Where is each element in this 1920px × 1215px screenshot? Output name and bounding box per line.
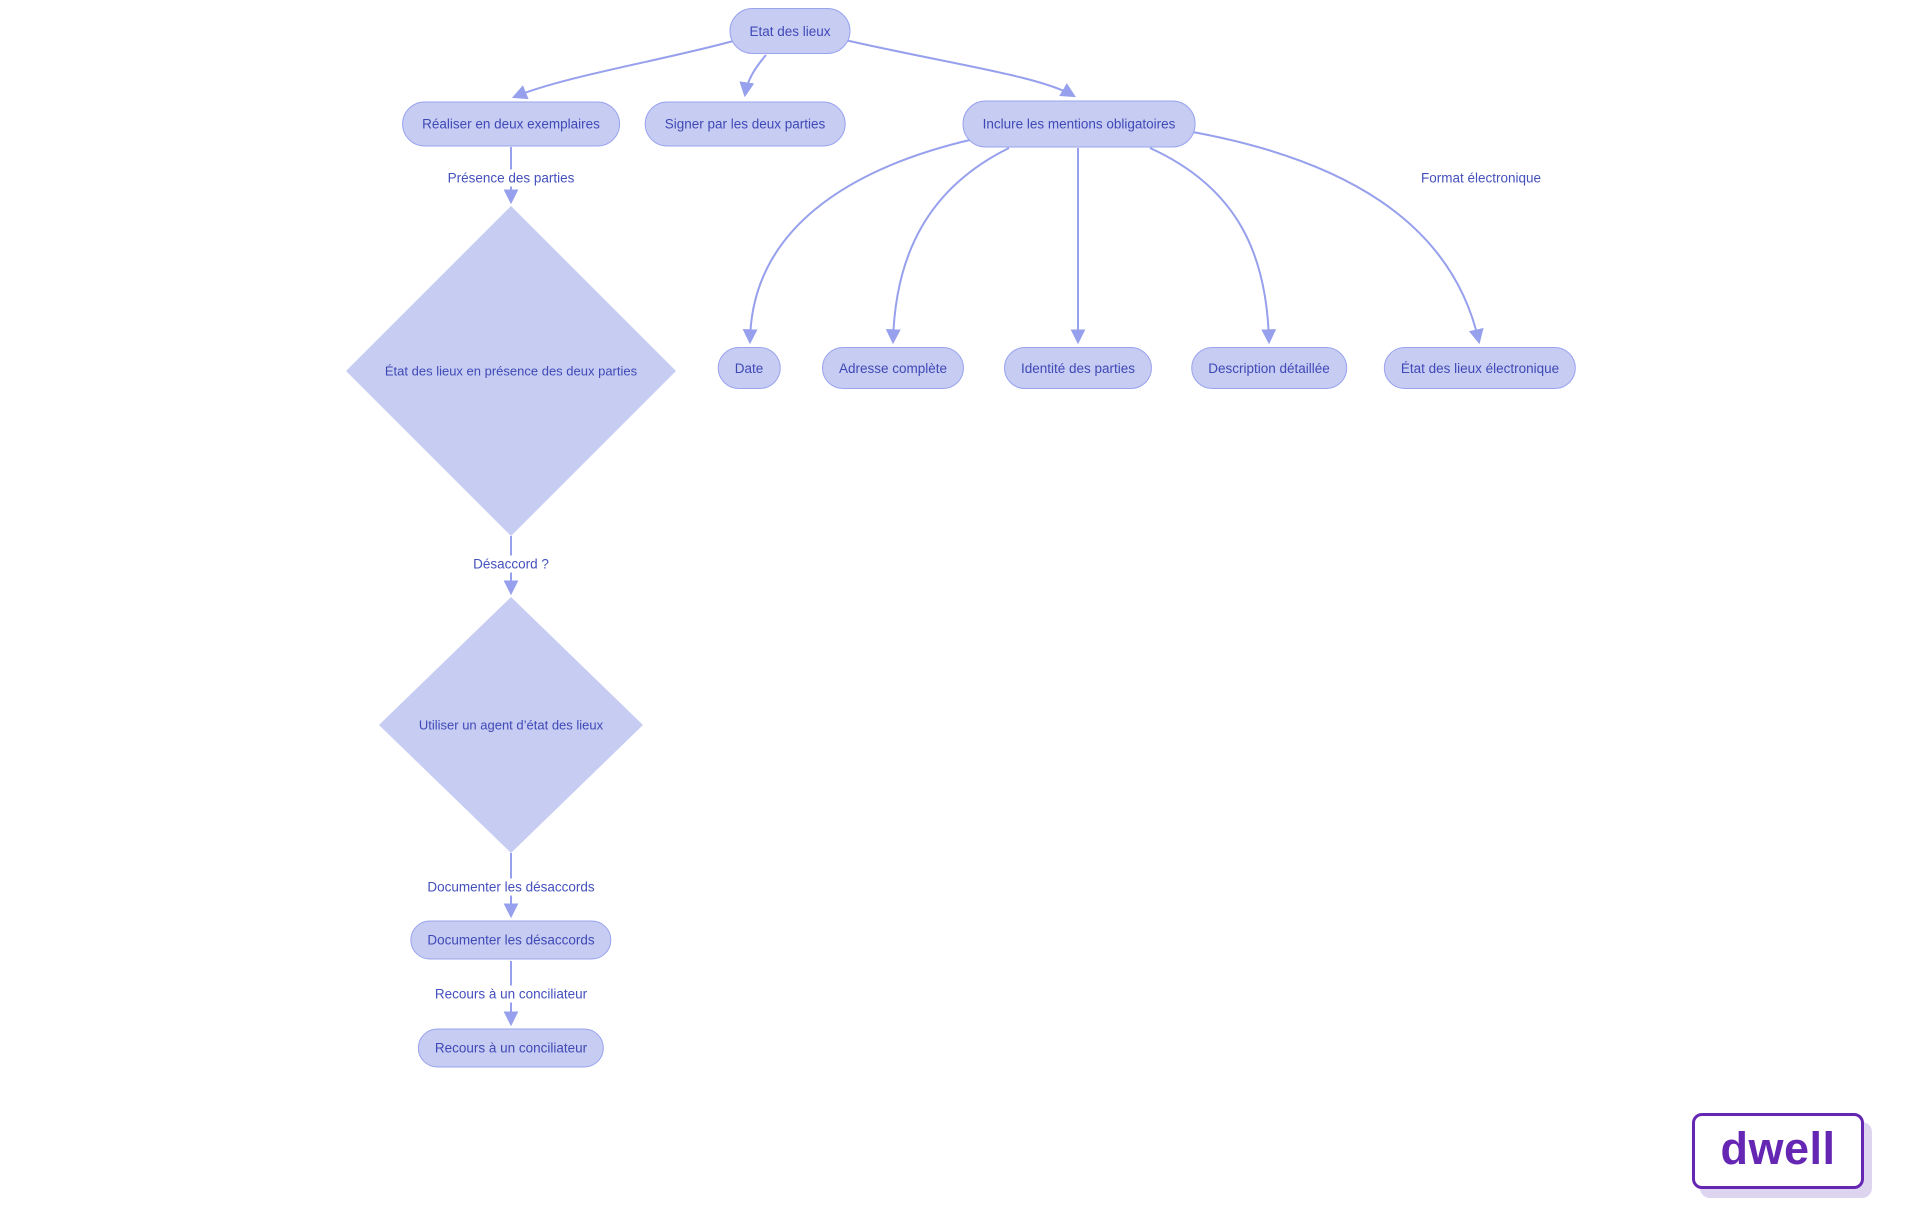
edge-inclure-description [1149, 147, 1277, 345]
edge-label-desaccord: Désaccord ? [468, 555, 554, 573]
node-identite-parties: Identité des parties [1003, 347, 1153, 389]
node-etat-des-lieux: Etat des lieux [729, 8, 851, 54]
node-documenter-desaccords: Documenter les désaccords [410, 920, 612, 960]
diamond-agent-shape [379, 597, 643, 853]
node-inclure-mentions: Inclure les mentions obligatoires [962, 100, 1196, 148]
edge-root-signer [739, 54, 767, 98]
node-description-detaillee: Description détaillée [1191, 347, 1347, 389]
dwell-logo-text: dwell [1720, 1122, 1836, 1174]
node-signer-deux-parties: Signer par les deux parties [644, 101, 846, 147]
diamond-presence-shape [346, 206, 676, 536]
edge-inclure-electronique [1186, 130, 1484, 345]
node-etat-lieux-electronique: État des lieux électronique [1383, 347, 1577, 389]
edge-label-documenter-desaccords: Documenter les désaccords [422, 878, 600, 896]
dwell-logo: dwell [1692, 1113, 1864, 1189]
node-recours-conciliateur: Recours à un conciliateur [417, 1028, 605, 1068]
diamond-agent-label: Utiliser un agent d’état des lieux [418, 717, 604, 733]
node-realiser-deux-exemplaires: Réaliser en deux exemplaires [402, 101, 620, 147]
node-adresse-complete: Adresse complète [821, 347, 965, 389]
edge-inclure-adresse [885, 147, 1010, 345]
diamond-presence-label: État des lieux en présence des deux part… [384, 363, 638, 379]
edge-label-recours-conciliateur: Recours à un conciliateur [429, 985, 593, 1003]
edge-inclure-date [742, 138, 975, 345]
edge-label-presence-parties: Présence des parties [442, 169, 580, 187]
node-date: Date [717, 347, 781, 389]
edge-root-realiser [511, 39, 738, 100]
edge-label-format-electronique: Format électronique [1415, 169, 1547, 187]
edge-root-inclure [844, 39, 1076, 98]
